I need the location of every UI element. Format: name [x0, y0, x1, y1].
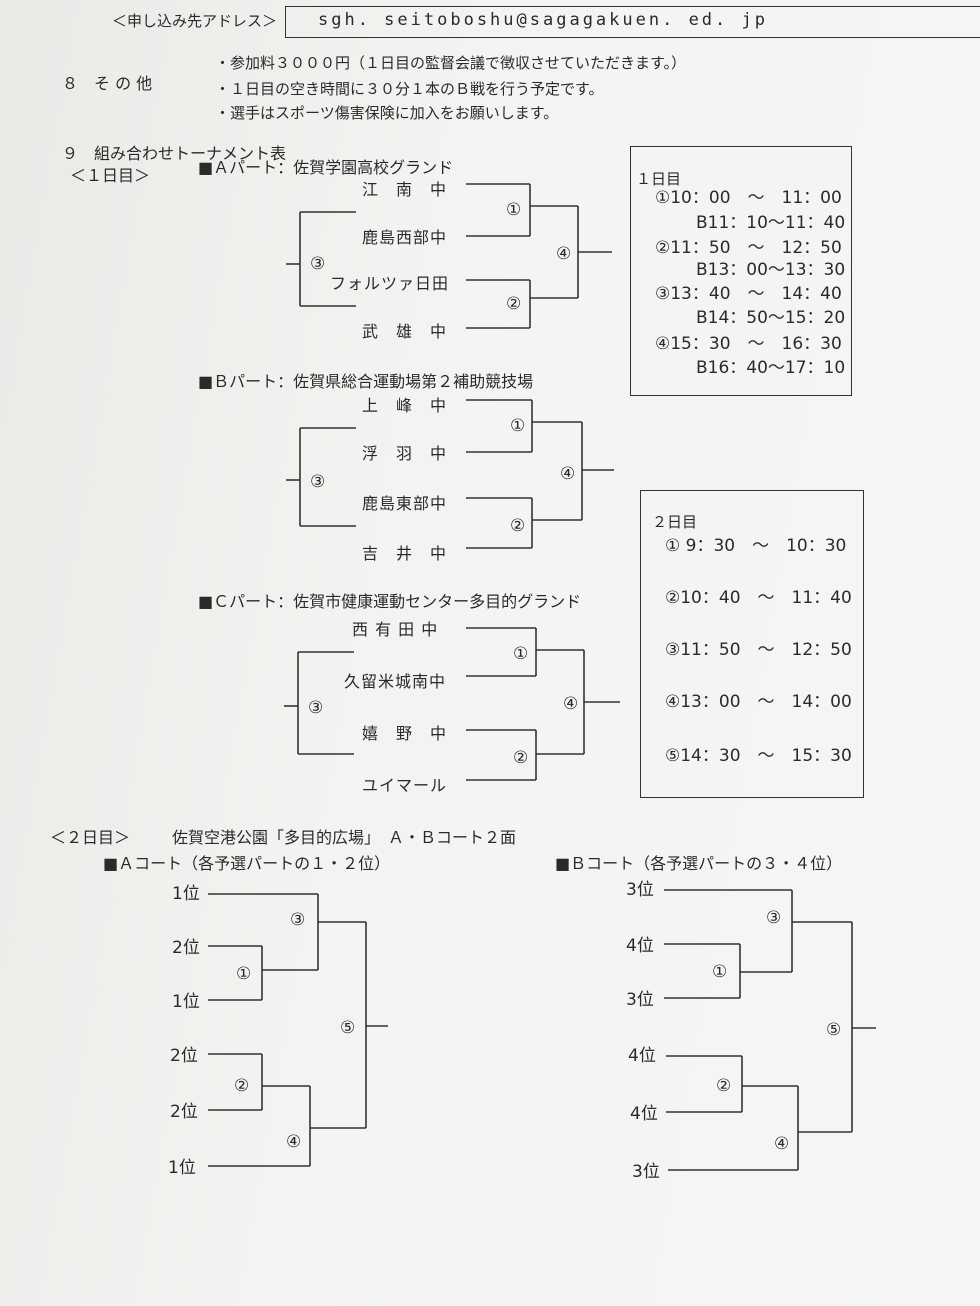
schedule-day1-row-7: ④15：30 ～ 16：30	[655, 334, 842, 354]
schedule-day1-box	[630, 146, 852, 396]
courtA-match-4: ④	[286, 1132, 302, 1152]
courtA-seed-1: 1位	[172, 884, 200, 904]
courtA-title: ■Ａコート（各予選パートの１・２位）	[103, 854, 391, 873]
partA-match-2: ②	[506, 294, 522, 314]
schedule-day1-row-3: ②11：50 ～ 12：50	[655, 238, 842, 258]
partC-match-3: ③	[308, 698, 324, 718]
partB-match-4: ④	[560, 464, 576, 484]
courtA-bracket	[208, 893, 388, 1167]
partB-match-3: ③	[310, 472, 326, 492]
partC-team-1: 西 有 田 中	[352, 620, 439, 639]
schedule-day2-row-2: ②10：40 ～ 11：40	[665, 588, 852, 608]
address-box	[285, 6, 980, 38]
section8-label: ８ そ の 他	[62, 74, 153, 93]
schedule-day2-title: ２日目	[652, 513, 698, 531]
schedule-day1-row-4: B13：00～13：30	[696, 260, 846, 280]
partA-team-3: フォルツァ日田	[330, 274, 450, 293]
schedule-day1-row-1: ①10：00 ～ 11：00	[655, 188, 842, 208]
schedule-day2-row-5: ⑤14：30 ～ 15：30	[665, 746, 852, 766]
day2-venue: 佐賀空港公園「多目的広場」 Ａ・Ｂコート２面	[172, 828, 517, 847]
courtB-seed-3: 3位	[626, 990, 654, 1010]
partB-team-1: 上 峰 中	[362, 396, 448, 415]
courtB-bracket	[664, 889, 876, 1171]
schedule-day2-row-4: ④13：00 ～ 14：00	[665, 692, 852, 712]
partC-match-2: ②	[513, 748, 529, 768]
partA-match-1: ①	[506, 200, 522, 220]
schedule-day1-row-2: B11：10～11：40	[696, 213, 846, 233]
schedule-day2-row-1: ① 9：30 ～ 10：30	[665, 536, 847, 556]
schedule-day2-box	[640, 490, 864, 798]
schedule-day1-row-6: B14：50～15：20	[696, 308, 846, 328]
partC-team-3: 嬉 野 中	[362, 724, 448, 743]
partB-match-1: ①	[510, 416, 526, 436]
courtA-seed-3: 1位	[172, 992, 200, 1012]
courtB-seed-2: 4位	[626, 936, 654, 956]
day1-label: ＜１日目＞	[70, 166, 151, 185]
address-value: sgh. seitoboshu@sagagakuen. ed. jp	[318, 10, 768, 30]
courtB-seed-5: 4位	[630, 1104, 658, 1124]
day2-label: ＜２日目＞	[50, 828, 131, 847]
partA-team-1: 江 南 中	[362, 180, 448, 199]
partA-team-2: 鹿島西部中	[362, 228, 448, 247]
partB-team-4: 吉 井 中	[362, 544, 448, 563]
courtA-match-3: ③	[290, 910, 306, 930]
partB-team-3: 鹿島東部中	[362, 494, 448, 513]
courtA-seed-5: 2位	[170, 1102, 198, 1122]
partA-bracket	[286, 183, 612, 329]
courtB-title: ■Ｂコート（各予選パートの３・４位）	[555, 854, 843, 873]
schedule-day1-row-5: ③13：40 ～ 14：40	[655, 284, 842, 304]
courtA-seed-4: 2位	[170, 1046, 198, 1066]
partB-team-2: 浮 羽 中	[362, 444, 448, 463]
partC-match-4: ④	[563, 694, 579, 714]
schedule-day1-row-8: B16：40～17：10	[696, 358, 846, 378]
courtB-match-4: ④	[774, 1134, 790, 1154]
courtB-seed-6: 3位	[632, 1162, 660, 1182]
partC-team-4: ユイマール	[362, 776, 448, 795]
partA-team-4: 武 雄 中	[362, 322, 448, 341]
section8-item-2: ・１日目の空き時間に３０分１本のＢ戦を行う予定です。	[215, 80, 604, 98]
courtA-seed-6: 1位	[168, 1158, 196, 1178]
courtA-match-1: ①	[236, 964, 252, 984]
schedule-day1-title: １日目	[636, 170, 682, 188]
courtA-match-5: ⑤	[340, 1018, 356, 1038]
section9-label: ９ 組み合わせトーナメント表	[62, 144, 287, 163]
partA-match-4: ④	[556, 244, 572, 264]
courtB-match-2: ②	[716, 1076, 732, 1096]
partB-match-2: ②	[510, 516, 526, 536]
section8-item-3: ・選手はスポーツ傷害保険に加入をお願いします。	[215, 104, 559, 122]
partB-title: ■Ｂパート：佐賀県総合運動場第２補助競技場	[198, 372, 534, 391]
address-label: ＜申し込み先アドレス＞	[112, 12, 278, 30]
courtB-match-3: ③	[766, 908, 782, 928]
courtB-match-5: ⑤	[826, 1020, 842, 1040]
courtB-seed-4: 4位	[628, 1046, 656, 1066]
courtB-match-1: ①	[712, 962, 728, 982]
partA-match-3: ③	[310, 254, 326, 274]
courtA-seed-2: 2位	[172, 938, 200, 958]
partC-team-2: 久留米城南中	[344, 672, 447, 691]
courtA-match-2: ②	[234, 1076, 250, 1096]
partB-bracket	[286, 399, 614, 549]
partC-title: ■Ｃパート：佐賀市健康運動センター多目的グランド	[198, 592, 582, 611]
courtB-seed-1: 3位	[626, 880, 654, 900]
schedule-day2-row-3: ③11：50 ～ 12：50	[665, 640, 852, 660]
section8-item-1: ・参加料３０００円（１日目の監督会議で徴収させていただきます。）	[215, 54, 687, 72]
partA-title: ■Ａパート：佐賀学園高校グランド	[198, 158, 454, 177]
partC-match-1: ①	[513, 644, 529, 664]
partC-bracket	[284, 627, 620, 781]
